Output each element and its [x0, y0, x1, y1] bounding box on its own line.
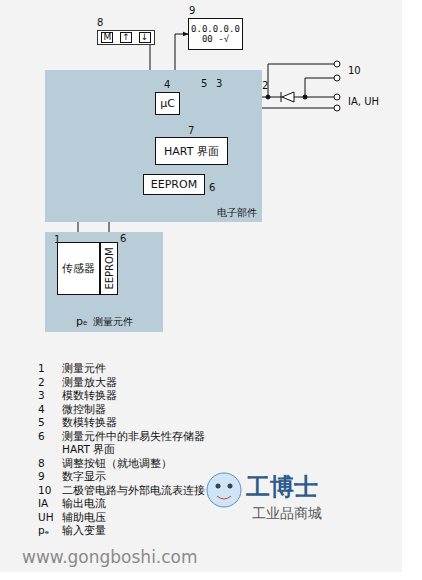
mascot-head	[207, 473, 241, 507]
mascot-mouth	[217, 496, 231, 499]
callout-number: 8	[97, 17, 103, 29]
legend-text: 二极管电路与外部电流表连接	[62, 484, 205, 496]
legend-text: 测量放大器	[62, 376, 117, 388]
diode-wire	[268, 64, 334, 97]
legend-text: HART 界面	[62, 443, 115, 455]
diode-wire	[305, 78, 334, 97]
callout-number: 7	[188, 125, 194, 137]
callout-number: 6	[120, 233, 126, 245]
legend-text: 辅助电压	[62, 511, 106, 523]
measuring-element-region: 测量元件 传感器 EEPROM	[45, 232, 163, 332]
legend-text: 微控制器	[62, 403, 106, 415]
box-label: 0.0.0.0.0	[191, 24, 240, 34]
box-label: EEPROM	[104, 247, 115, 289]
junction-dot	[266, 95, 270, 99]
legend-text: 模数转换器	[62, 389, 117, 401]
callout-number: 4	[164, 79, 170, 91]
eeprom-box: EEPROM	[143, 174, 205, 195]
callout-number: 3	[216, 78, 222, 90]
watermark: 工博士	[246, 474, 318, 502]
legend-text: 2	[38, 376, 45, 388]
terminal	[334, 61, 340, 67]
legend-text: 4	[38, 403, 45, 415]
legend-text: UH	[38, 511, 54, 523]
terminal	[334, 94, 340, 100]
terminal	[334, 105, 340, 111]
box-label: EEPROM	[151, 178, 197, 191]
junction-dot	[303, 95, 307, 99]
terminal	[334, 75, 340, 81]
legend-text: 数模转换器	[62, 416, 117, 428]
callout-number: 2	[262, 80, 268, 92]
digital-display: 0.0.0.0.000 -√	[188, 18, 243, 50]
diode-symbol	[275, 92, 297, 102]
hart-interface-box: HART 界面	[155, 137, 228, 165]
callout-number: 9	[189, 5, 195, 17]
mascot-eye	[228, 484, 233, 489]
legend-text: 数字显示	[62, 470, 106, 482]
region-heading: 电子部件	[217, 206, 257, 220]
legend-text: 测量元件中的非易失性存储器	[62, 430, 205, 442]
legend-text: IA	[38, 497, 48, 509]
legend-text: 测量元件	[62, 362, 106, 374]
button-key: M	[101, 32, 113, 43]
mascot-eye	[216, 484, 221, 489]
microcontroller-box: µC	[155, 92, 180, 115]
legend-text: 输出电流	[62, 497, 106, 509]
legend-text: 调整按钮（就地调整）	[62, 457, 172, 469]
watermark: 工业品商城	[252, 505, 322, 521]
button-panel: M ↑ ↓	[97, 30, 155, 45]
box-label: 00 -√	[202, 34, 229, 44]
electronics-region: 电子部件 µC HART 界面 EEPROM	[45, 70, 262, 222]
box-label: HART 界面	[164, 144, 219, 159]
input-variable: pₑ	[76, 316, 88, 329]
legend-text: 3	[38, 389, 45, 401]
sensor-eeprom-box: EEPROM	[100, 242, 118, 295]
callout-number: IA, UH	[348, 96, 379, 108]
box-label: 传感器	[62, 261, 95, 276]
callout-number: 1	[54, 234, 60, 246]
legend-text: 8	[38, 457, 45, 469]
legend-text: 6	[38, 430, 45, 442]
legend-text: 1	[38, 362, 45, 374]
button-key: ↓	[139, 32, 151, 43]
legend-text: 5	[38, 416, 45, 428]
sensor-box: 传感器	[57, 242, 100, 295]
legend-text: 9	[38, 470, 45, 482]
region-heading: 测量元件	[93, 315, 133, 329]
callout-number: 10	[348, 65, 361, 77]
callout-number: 6	[209, 182, 215, 194]
legend-text: 10	[38, 484, 51, 496]
callout-number: 5	[201, 78, 207, 90]
legend-text: pₑ	[38, 524, 49, 536]
watermark-mascot	[207, 473, 241, 507]
watermark: www.gongboshi.com	[22, 548, 198, 568]
button-key: ↑	[120, 32, 132, 43]
box-label: µC	[160, 97, 175, 110]
legend-text: 输入变量	[62, 524, 106, 536]
